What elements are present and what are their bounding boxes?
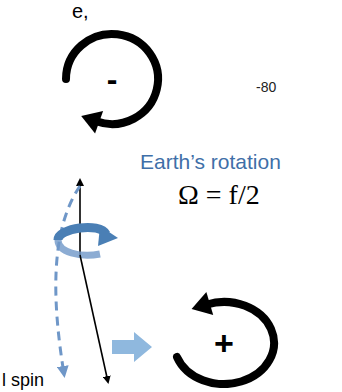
- rotation-circle: -: [55, 22, 170, 137]
- arrow-head: [81, 111, 103, 134]
- caption-fragment: l spin: [2, 371, 44, 391]
- sign-label: -: [107, 61, 118, 98]
- arrow-arc: [66, 34, 158, 124]
- arrow-arc: [177, 302, 274, 384]
- rotation-band: [58, 240, 100, 255]
- heading-label: Earth’s rotation: [140, 150, 281, 173]
- rotation-circle: +: [160, 288, 284, 388]
- fragment-text: e,: [72, 0, 89, 22]
- dashed-arrow: [56, 186, 80, 374]
- math-label: Ω = f/2: [178, 180, 260, 211]
- value-label: -80: [256, 80, 276, 95]
- rotation-head: [98, 226, 118, 246]
- sign-label: +: [214, 324, 234, 363]
- spin-vector: [80, 255, 108, 382]
- arrow-head: [192, 292, 214, 315]
- rotation-axis: [79, 180, 81, 255]
- block-arrow: [112, 332, 152, 362]
